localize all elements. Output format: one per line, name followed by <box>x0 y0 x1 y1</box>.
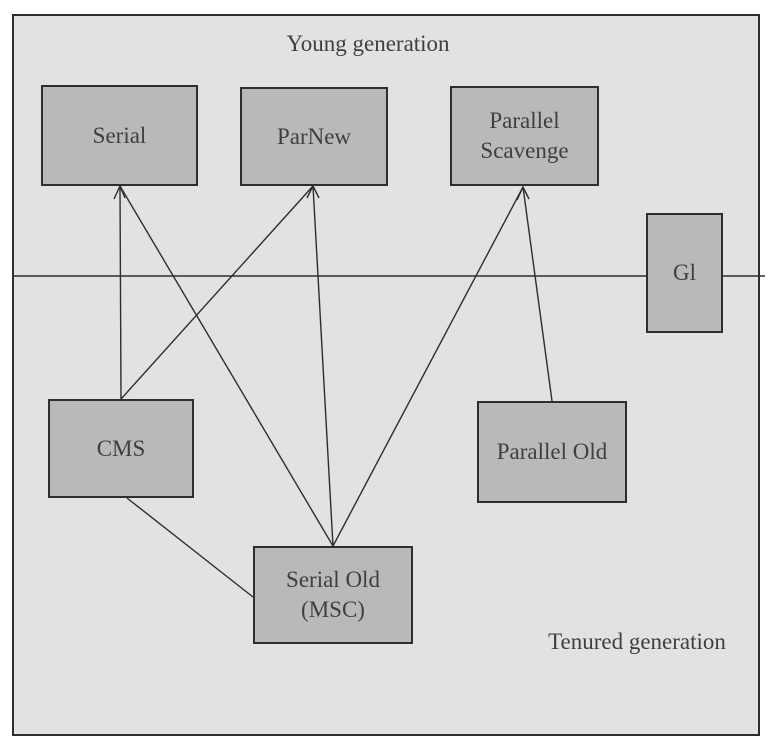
node-cms-label: CMS <box>96 435 146 461</box>
young-generation-label: Young generation <box>286 31 450 56</box>
node-cms: CMS <box>48 399 194 498</box>
node-serial-old-label: Serial Old (MSC) <box>286 567 380 622</box>
node-g1: Gl <box>646 213 723 333</box>
node-parallel-old-label: Parallel Old <box>496 439 608 465</box>
node-parnew: ParNew <box>240 87 388 186</box>
node-parnew-label: ParNew <box>276 123 352 149</box>
node-parallel-old: Parallel Old <box>477 401 627 503</box>
node-parallel-scavenge-label: Parallel Scavenge <box>480 108 569 163</box>
tenured-generation-label: Tenured generation <box>548 629 726 654</box>
node-g1-label: Gl <box>673 260 696 286</box>
node-parallel-scavenge: Parallel Scavenge <box>450 86 599 186</box>
node-serial: Serial <box>41 85 198 186</box>
node-serial-old: Serial Old (MSC) <box>253 546 413 644</box>
node-serial-label: Serial <box>92 122 147 148</box>
